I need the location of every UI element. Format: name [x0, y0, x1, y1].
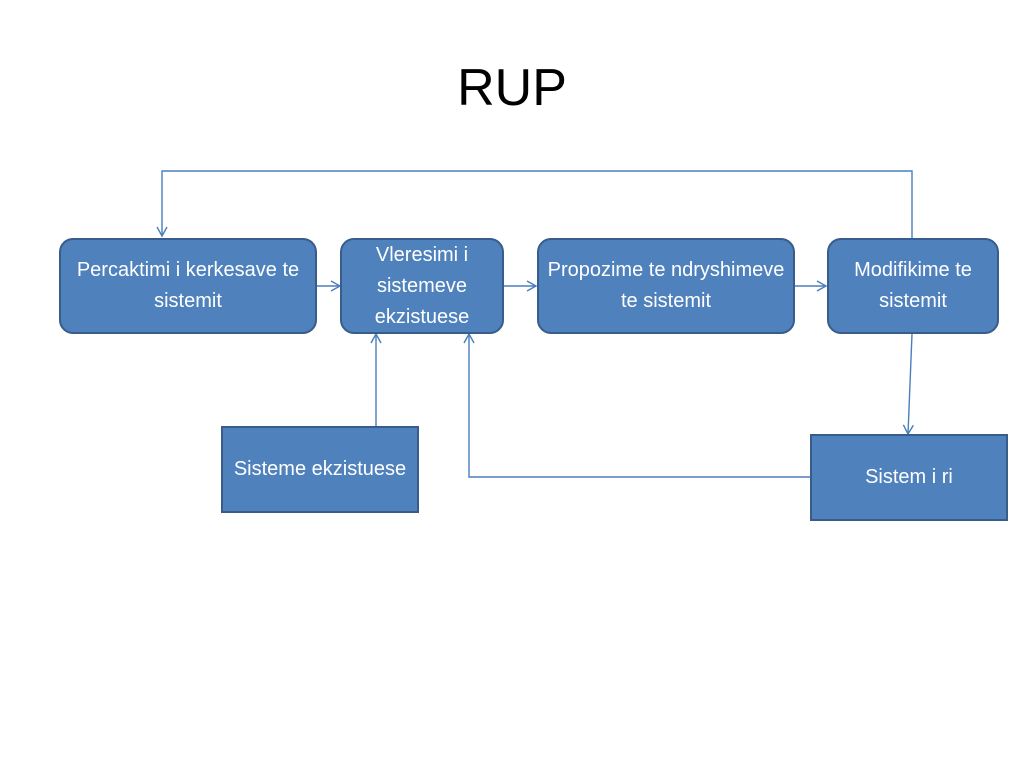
new-system-to-evaluation-arrow	[463, 332, 810, 478]
existing-systems-evaluation-box: Vleresimi i sistemeve ekzistuese	[340, 238, 504, 334]
slide-title: RUP	[457, 59, 567, 117]
feedback-loop-connector	[156, 170, 913, 238]
system-modifications-box: Modifikime te sistemit	[827, 238, 999, 334]
existing-systems-box: Sisteme ekzistuese	[221, 426, 419, 513]
new-system-box: Sistem i ri	[810, 434, 1008, 521]
change-proposals-box: Propozime te ndryshimeve te sistemit	[537, 238, 795, 334]
existing-systems-label: Sisteme ekzistuese	[233, 458, 407, 480]
new-system-label: Sistem i ri	[865, 466, 953, 488]
requirements-definition-label: Percaktimi i kerkesave te sistemit	[76, 259, 300, 312]
system-modifications-label: Modifikime te sistemit	[854, 259, 972, 312]
requirements-definition-box: Percaktimi i kerkesave te sistemit	[59, 238, 317, 334]
modification-to-new-system-arrow	[902, 333, 914, 436]
change-proposals-label: Propozime te ndryshimeve te sistemit	[547, 259, 785, 312]
existing-systems-evaluation-label: Vleresimi i sistemeve ekzistuese	[374, 243, 470, 328]
